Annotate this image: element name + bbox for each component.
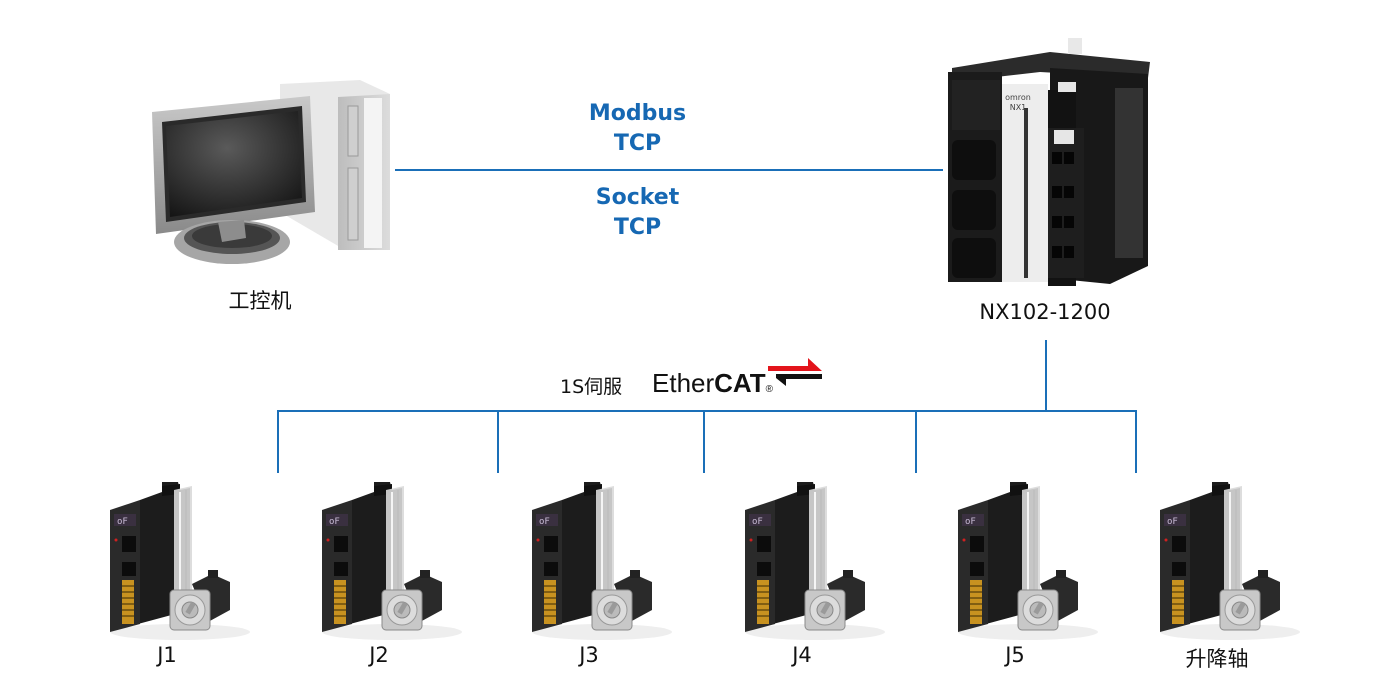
plc-drop-line — [1045, 340, 1047, 411]
servo-axis-label: J1 — [157, 643, 177, 667]
ethercat-registered-mark: ® — [765, 384, 774, 395]
protocol-modbus-tcp: Modbus TCP — [570, 99, 705, 159]
servo-axis-label: J4 — [792, 643, 812, 667]
pc-plc-link-line — [395, 169, 943, 171]
servo-drive-icon: oF — [948, 482, 1098, 642]
pc-label: 工控机 — [228, 289, 292, 313]
servo-axis-label: J3 — [579, 643, 599, 667]
bus-drop-j1 — [277, 410, 279, 473]
ethercat-logo-text: EtherCAT® — [652, 368, 773, 399]
ethercat-bus-line — [277, 410, 1137, 412]
bus-drop-j4 — [915, 410, 917, 473]
protocol-line1: Socket — [595, 185, 680, 210]
plc-brand-text: omron — [1005, 93, 1031, 102]
svg-text:oF: oF — [965, 517, 976, 527]
svg-text:oF: oF — [539, 517, 550, 527]
bus-drop-j2 — [497, 410, 499, 473]
bus-drop-j3 — [703, 410, 705, 473]
servo-axis-label: 升降轴 — [1185, 647, 1249, 671]
svg-text:oF: oF — [329, 517, 340, 527]
servo-drive-icon: oF — [522, 482, 672, 642]
plc-controller-icon: omron NX1 — [948, 38, 1150, 286]
servo-drive-icon: oF — [312, 482, 462, 642]
svg-text:oF: oF — [1167, 517, 1178, 527]
ethercat-bus-label: 1S伺服 EtherCAT® — [560, 358, 840, 404]
plc-label: NX102-1200 — [979, 300, 1111, 324]
plc-model-text: NX1 — [1010, 103, 1027, 112]
protocol-socket-tcp: Socket TCP — [570, 183, 705, 243]
ethercat-arrow-icon — [768, 358, 822, 386]
svg-text:oF: oF — [117, 517, 128, 527]
svg-text:oF: oF — [752, 517, 763, 527]
servo-drive-icon: oF — [1150, 482, 1300, 642]
servo-axis-label: J5 — [1005, 643, 1025, 667]
industrial-pc-icon — [152, 80, 390, 264]
bus-drop-j5 — [1135, 410, 1137, 473]
servo-drive-icon: oF — [735, 482, 885, 642]
servo-series-label: 1S伺服 — [560, 376, 623, 398]
ethercat-logo-bold: CAT — [714, 368, 766, 398]
servo-drive-icon: oF — [100, 482, 250, 642]
protocol-line2: TCP — [613, 131, 662, 156]
servo-axis-label: J2 — [369, 643, 389, 667]
protocol-line1: Modbus — [588, 101, 687, 126]
ethercat-logo-light: Ether — [652, 368, 715, 398]
protocol-line2: TCP — [613, 215, 662, 240]
